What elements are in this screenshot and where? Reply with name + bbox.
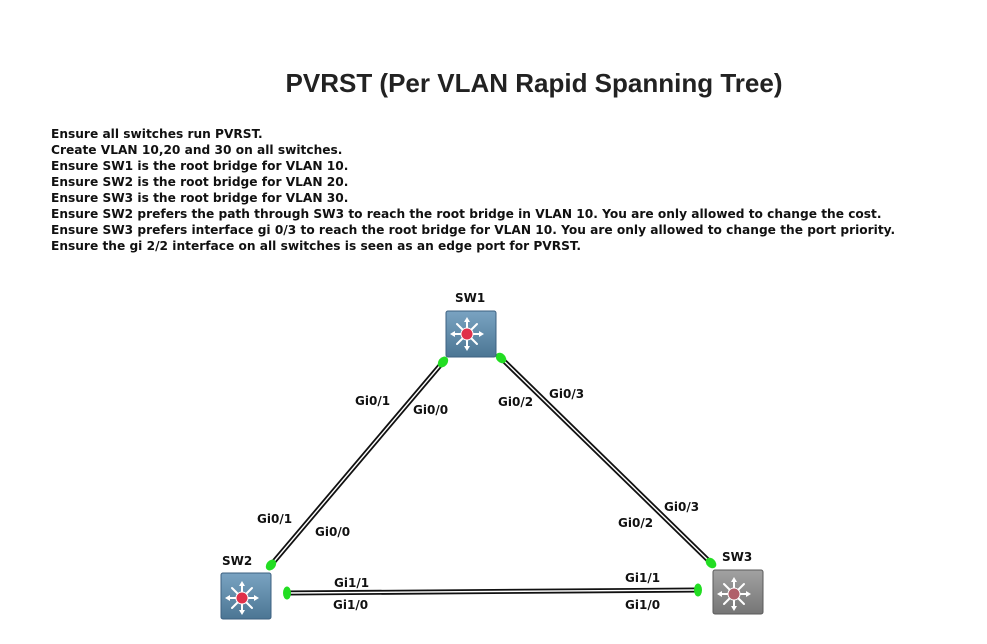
interface-label: Gi0/1	[355, 394, 390, 408]
page-title: PVRST (Per VLAN Rapid Spanning Tree)	[285, 68, 783, 98]
link-status-dots	[265, 352, 717, 600]
status-dot	[694, 583, 702, 597]
link-sw1-sw3	[499, 356, 713, 565]
interface-label: Gi0/3	[549, 387, 584, 401]
device-label-sw3: SW3	[722, 550, 752, 564]
interface-label: Gi1/0	[625, 598, 660, 612]
interface-labels: Gi0/1 Gi0/0 Gi0/2 Gi0/3 Gi0/1 Gi0/0 Gi1/…	[257, 387, 699, 612]
task-list: Ensure all switches run PVRST. Create VL…	[51, 126, 895, 254]
task-item: Ensure SW3 prefers interface gi 0/3 to r…	[51, 223, 896, 237]
interface-label: Gi0/1	[257, 512, 292, 526]
task-item: Ensure SW2 is the root bridge for VLAN 2…	[51, 175, 349, 189]
device-label-sw1: SW1	[455, 291, 485, 305]
switch-sw1[interactable]: SW1	[445, 291, 497, 358]
status-dot	[283, 586, 291, 600]
link-sw1-sw2	[269, 360, 445, 567]
interface-label: Gi1/1	[625, 571, 660, 585]
task-item: Ensure the gi 2/2 interface on all switc…	[51, 239, 581, 253]
interface-label: Gi0/2	[498, 395, 533, 409]
status-dot	[437, 356, 449, 368]
task-item: Ensure SW3 is the root bridge for VLAN 3…	[51, 191, 349, 205]
interface-label: Gi0/0	[413, 403, 448, 417]
link-sw2-sw3	[286, 587, 699, 596]
status-dot	[495, 352, 507, 364]
task-item: Ensure SW1 is the root bridge for VLAN 1…	[51, 159, 349, 173]
status-dot	[705, 557, 717, 569]
interface-label: Gi0/2	[618, 516, 653, 530]
device-label-sw2: SW2	[222, 554, 252, 568]
interface-label: Gi0/0	[315, 525, 350, 539]
interface-label: Gi0/3	[664, 500, 699, 514]
task-item: Ensure all switches run PVRST.	[51, 127, 263, 141]
status-dot	[265, 559, 277, 571]
task-item: Create VLAN 10,20 and 30 on all switches…	[51, 143, 343, 157]
interface-label: Gi1/0	[333, 598, 368, 612]
task-item: Ensure SW2 prefers the path through SW3 …	[51, 207, 882, 221]
switch-sw2[interactable]: SW2	[220, 554, 272, 620]
interface-label: Gi1/1	[334, 576, 369, 590]
switch-sw3[interactable]: SW3	[712, 550, 764, 615]
